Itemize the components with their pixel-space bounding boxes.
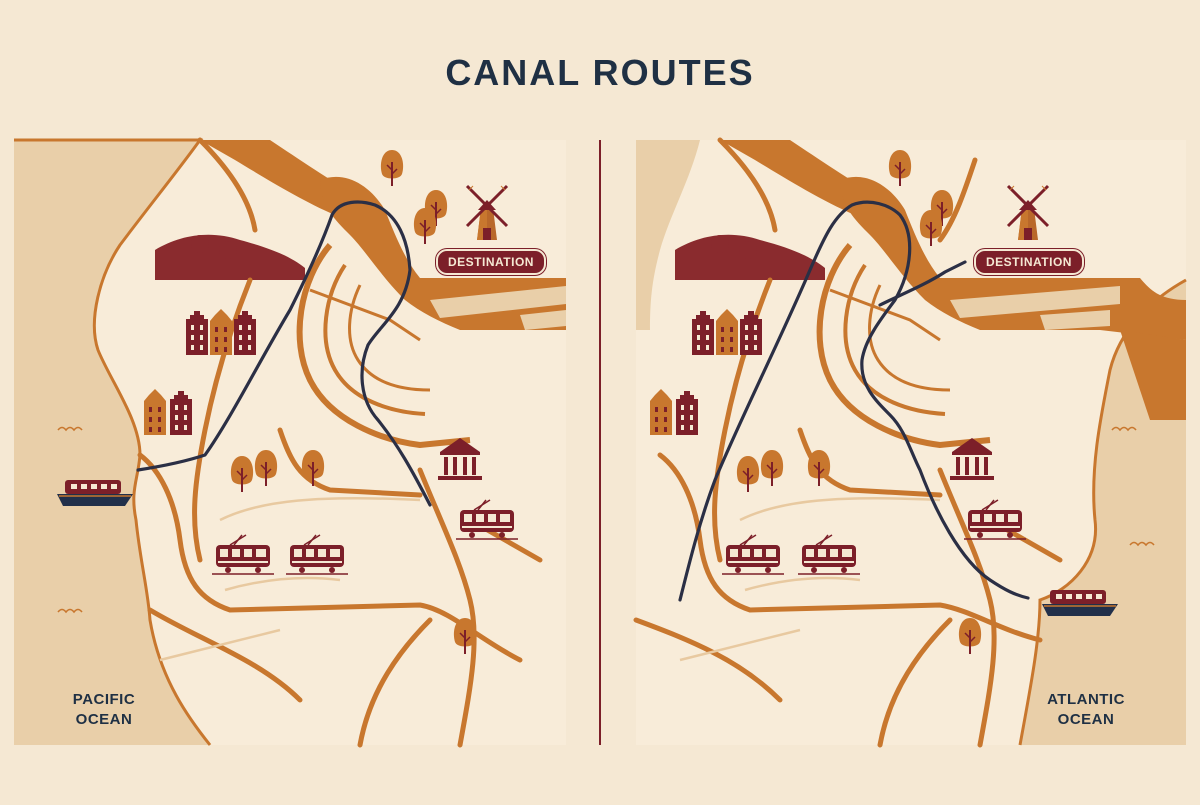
right-map [633, 137, 1187, 748]
page-title: CANAL ROUTES [445, 52, 755, 93]
route-right [678, 200, 1030, 602]
ij-river [320, 176, 566, 330]
destination-badge-right: DESTINATION [974, 249, 1084, 275]
route-right-spur [878, 260, 967, 307]
north-water [200, 140, 355, 215]
destination-badge-left: DESTINATION [436, 249, 546, 275]
ocean-label-right: ATLANTIC OCEAN [1016, 690, 1156, 730]
ocean-label-line: OCEAN [75, 711, 133, 728]
left-map [14, 137, 566, 748]
ocean-label-line: OCEAN [1057, 711, 1115, 728]
ocean-label-line: ATLANTIC [1047, 691, 1125, 708]
pacific-ocean [14, 140, 210, 745]
ocean-label-line: PACIFIC [72, 691, 136, 708]
map-divider [599, 140, 601, 745]
ocean-label-left: PACIFIC OCEAN [34, 690, 174, 730]
route-left [136, 200, 432, 507]
